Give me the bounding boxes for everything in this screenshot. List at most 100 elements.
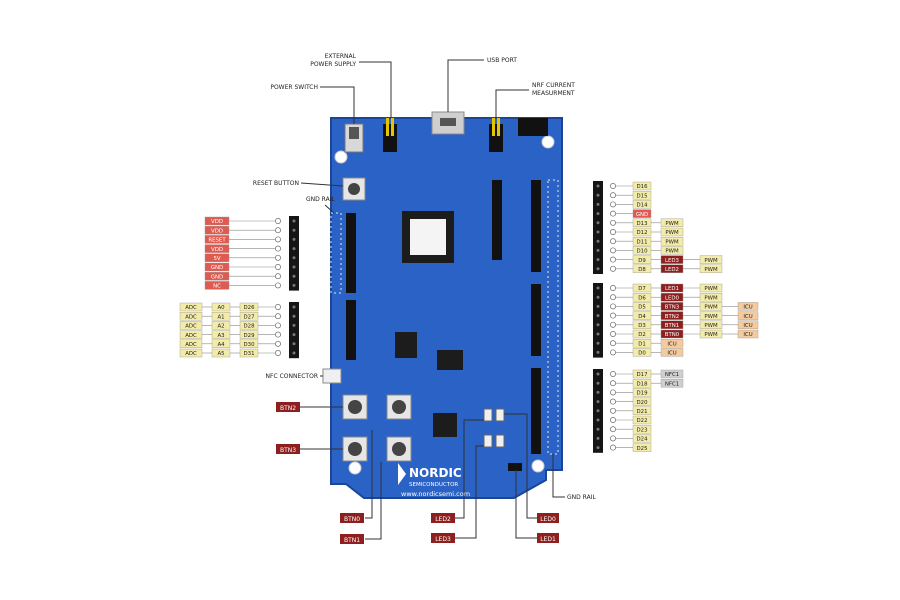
callout-line (504, 413, 537, 519)
power-pin-label: 5V (213, 256, 220, 262)
dev-board: NORDIC SEMICONDUCTOR www.nordicsemi.com (322, 111, 563, 499)
header-pin (596, 400, 600, 404)
tag-led3-bg (431, 533, 455, 543)
digital-pin-label: D21 (636, 409, 647, 415)
analog-a-label: A1 (217, 314, 224, 320)
pin-func-label: PWM (704, 323, 718, 329)
pin-func-label: ICU (743, 323, 752, 329)
analog-func-label: ADC (185, 342, 197, 348)
pin-dot (610, 238, 616, 245)
user-button-btn2[interactable] (342, 394, 368, 420)
left-header-analog (346, 300, 356, 360)
pin-func-label-bg (660, 227, 684, 237)
led-led3 (483, 434, 493, 448)
digital-pin-label: D12 (636, 230, 647, 236)
digital-pin-label-bg (632, 434, 652, 443)
analog-pin-label: D27 (243, 314, 254, 320)
callout-line (552, 454, 565, 498)
power-pin-label: GND (211, 265, 223, 271)
pin-func-label: NFC1 (665, 381, 679, 387)
pin-func-label: LED1 (665, 286, 679, 292)
pin-dot (610, 312, 616, 319)
analog-func-label: ADC (185, 324, 197, 330)
pin-dot (610, 371, 616, 377)
jumper-pin (391, 118, 394, 136)
pin-dot (610, 229, 616, 235)
header-pin (292, 219, 296, 223)
callout-nrf-current-line1: NRF CURRENT (532, 82, 575, 89)
analog-pin-label: D31 (243, 351, 254, 357)
header-pin (596, 258, 600, 262)
pin-dot (610, 256, 616, 263)
header-pin (596, 418, 600, 422)
mount-hole (541, 135, 555, 149)
pin-func-label: PWM (665, 239, 679, 245)
pin-func-label: BTN1 (665, 323, 679, 329)
pin-dot (610, 247, 616, 254)
power-switch-knob (349, 127, 359, 139)
pin-func-label-bg (737, 302, 759, 311)
analog-a-label: A0 (217, 305, 225, 311)
tag-led0: LED0 (540, 516, 556, 523)
digital-pin-label-bg (632, 200, 652, 209)
pin-func-label-bg (660, 379, 684, 388)
analog-a-label: A5 (217, 351, 224, 357)
header-pin (292, 305, 296, 309)
callout-line (515, 470, 537, 539)
header-pin (596, 248, 600, 252)
header-pin (292, 228, 296, 232)
pin-dot (275, 264, 281, 270)
header-pin (596, 341, 600, 345)
header-pin (596, 381, 600, 385)
analog-func-label: ADC (185, 314, 197, 320)
digital-pin-label: D6 (638, 295, 646, 301)
tag-led0-bg (537, 513, 559, 523)
external-power-jumper[interactable] (383, 124, 397, 152)
nfc-connector[interactable] (322, 368, 342, 384)
digital-pin-label: D1 (638, 341, 646, 347)
pin-dot (275, 227, 281, 234)
header-pin (292, 265, 296, 269)
pin-dot (610, 389, 616, 396)
pin-dot (275, 340, 281, 347)
header-pin (292, 342, 296, 346)
user-button-btn0[interactable] (386, 394, 412, 420)
mcu-chip-die (410, 219, 446, 255)
led-led0 (495, 408, 505, 422)
pin-dot (275, 236, 281, 243)
pin-func-label: BTN3 (665, 305, 679, 311)
header-pin (596, 184, 600, 188)
tag-led2: LED2 (435, 516, 451, 523)
pin-dot (610, 219, 616, 226)
header-pin (292, 333, 296, 337)
power-pin-label: GND (211, 274, 223, 280)
header-pin (596, 295, 600, 299)
pin-dot (610, 349, 616, 356)
power-pin-label: VDD (211, 228, 223, 234)
analog-a-label: A2 (217, 324, 224, 330)
header-pin (596, 193, 600, 197)
user-button-btn1[interactable] (386, 436, 412, 462)
analog-pin-label: D28 (243, 324, 255, 330)
digital-pin-label: GND (636, 212, 648, 218)
callout-line (320, 86, 355, 124)
callout-external-power-line1: EXTERNAL (325, 53, 357, 60)
pin-dot (610, 417, 616, 423)
callout-line (455, 419, 484, 519)
digital-pin-label-bg (632, 406, 652, 415)
user-button-btn3[interactable] (342, 436, 368, 462)
header-pin (596, 409, 600, 413)
header-pin (596, 446, 600, 450)
pin-func-label-bg (660, 218, 684, 228)
nrf-current-jumper[interactable] (489, 124, 503, 152)
pin-dot (275, 282, 281, 289)
digital-pin-label-bg (632, 181, 652, 191)
nordic-logo-mark (398, 463, 406, 485)
pin-dot (610, 183, 616, 189)
fuse-component (508, 463, 522, 471)
pin-func-label-bg (737, 320, 759, 329)
pin-func-label: ICU (667, 341, 676, 347)
pin-dot (610, 407, 616, 414)
logo-url: www.nordicsemi.com (401, 490, 470, 498)
